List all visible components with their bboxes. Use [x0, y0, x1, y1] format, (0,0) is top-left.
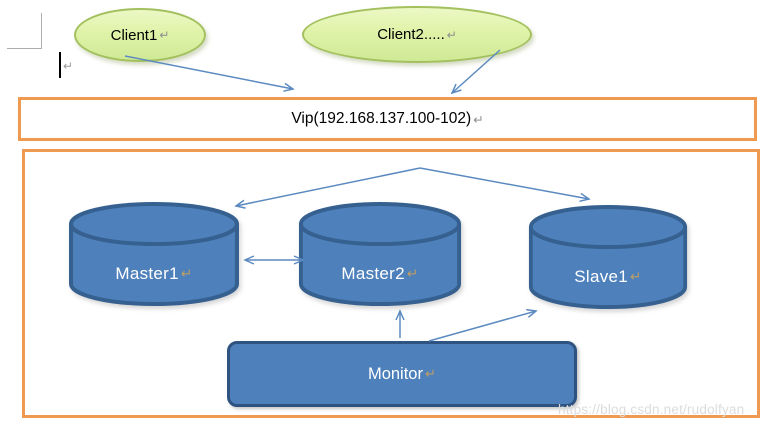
cylinder-shape — [69, 202, 239, 306]
paragraph-mark: ↵ — [180, 266, 193, 281]
cluster-box[interactable] — [22, 149, 760, 418]
cylinder-shape — [298, 202, 462, 306]
monitor-label: Monitor — [367, 364, 423, 383]
db-cylinder-master2[interactable]: Master2↵ — [298, 201, 462, 307]
paragraph-mark: ↵ — [159, 28, 170, 42]
node-client1[interactable]: Client1↵ — [74, 8, 206, 62]
client2-label: Client2..... — [377, 26, 445, 43]
page-margin-corner-mark — [7, 13, 42, 49]
master2-label: Master2 — [341, 264, 405, 283]
node-client2[interactable]: Client2.....↵ — [302, 6, 532, 63]
client1-label: Client1 — [110, 26, 158, 44]
paragraph-mark: ↵ — [406, 266, 419, 281]
master1-label: Master1 — [115, 264, 179, 283]
cylinder-shape — [528, 205, 688, 309]
vip-label: Vip(192.168.137.100-102) — [291, 110, 472, 127]
paragraph-mark: ↵ — [63, 59, 74, 73]
paragraph-mark: ↵ — [424, 366, 437, 381]
paragraph-mark: ↵ — [473, 112, 484, 127]
paragraph-mark: ↵ — [630, 269, 642, 284]
slave1-label: Slave1 — [574, 267, 629, 286]
text-caret — [59, 52, 61, 78]
vip-box[interactable]: Vip(192.168.137.100-102)↵ — [18, 97, 757, 141]
db-cylinder-master1[interactable]: Master1↵ — [68, 201, 240, 307]
db-cylinder-slave1[interactable]: Slave1↵ — [528, 204, 688, 310]
paragraph-mark: ↵ — [446, 27, 457, 42]
monitor-box[interactable]: Monitor↵ — [227, 341, 577, 407]
watermark: https://blog.csdn.net/rudolfyan — [558, 402, 745, 417]
